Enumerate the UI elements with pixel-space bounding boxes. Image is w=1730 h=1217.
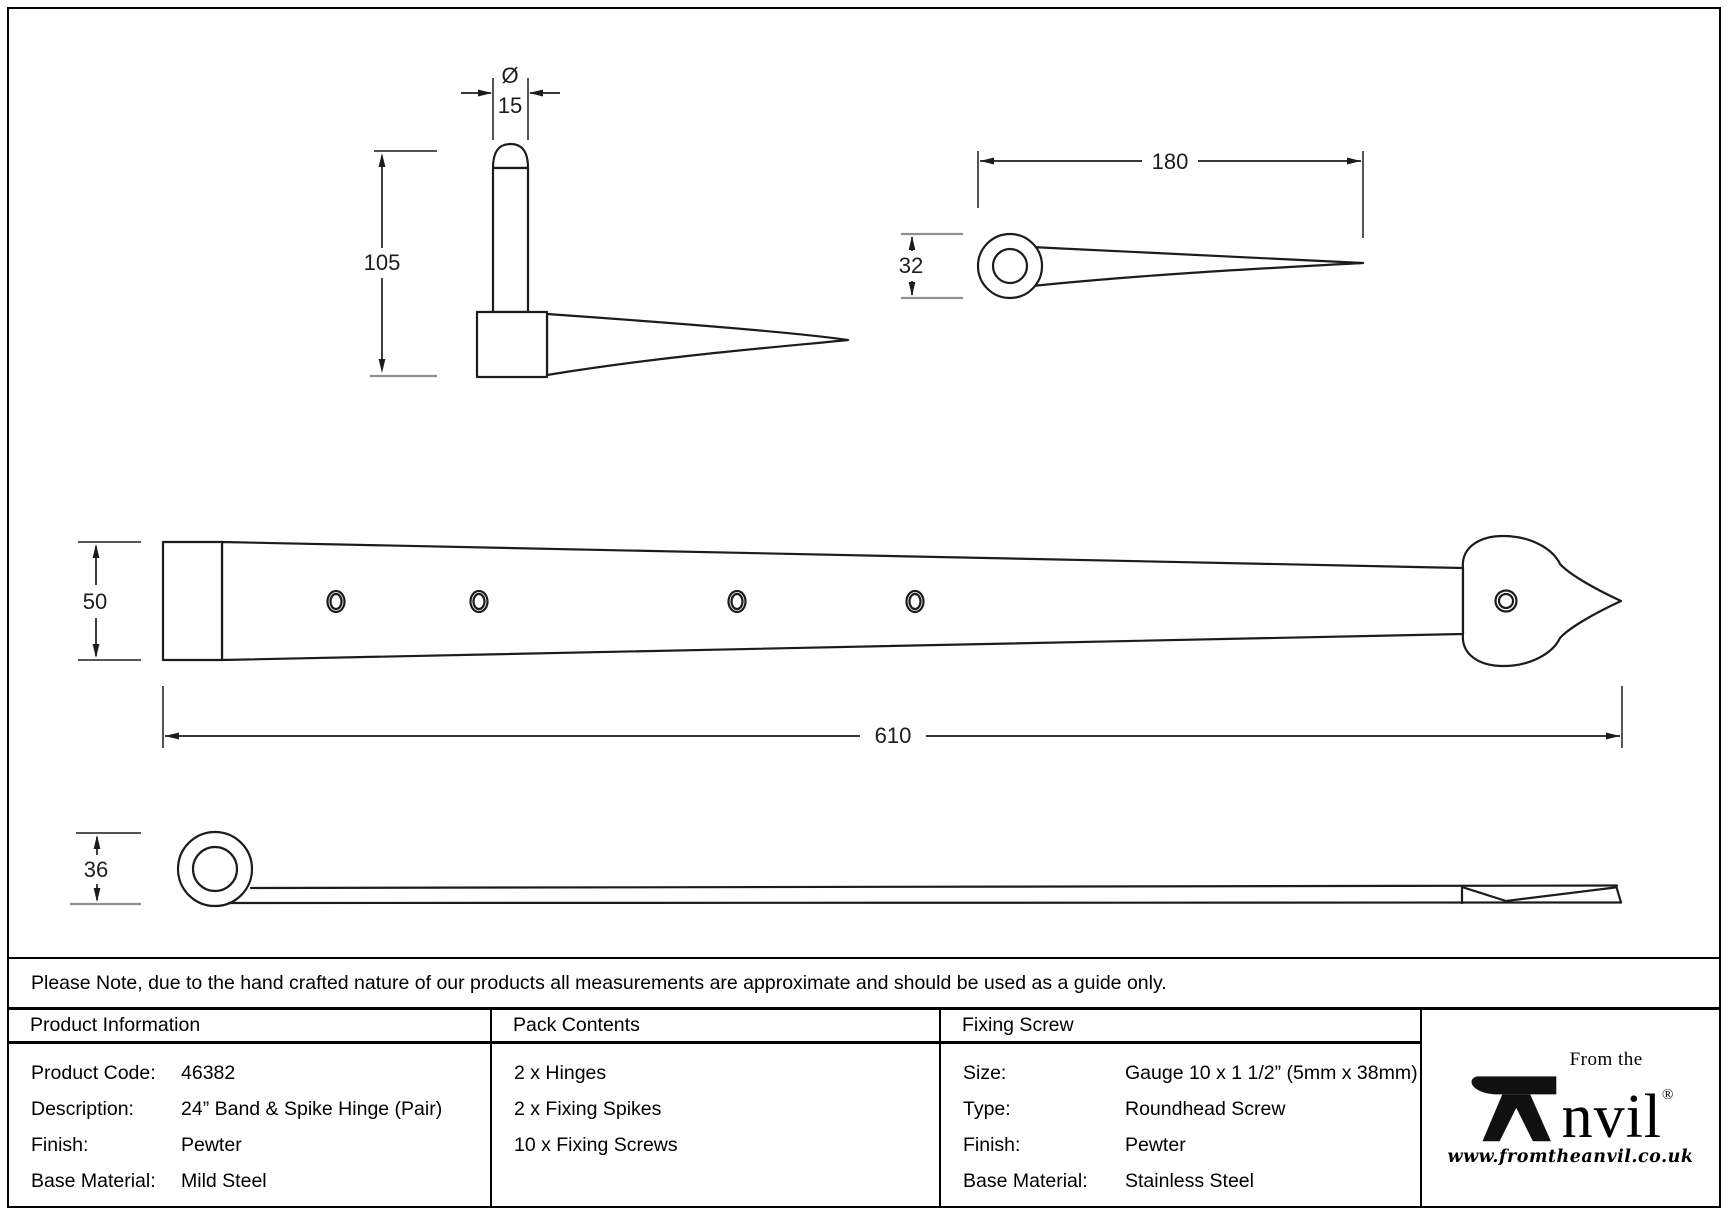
row-label: Finish: bbox=[31, 1134, 89, 1156]
row-value: Gauge 10 x 1 1/2” (5mm x 38mm) bbox=[1125, 1062, 1418, 1084]
row-value: Pewter bbox=[1125, 1134, 1186, 1156]
row-value: 46382 bbox=[181, 1062, 236, 1084]
table-row: Base Material: Stainless Steel bbox=[963, 1163, 1420, 1199]
table-row: Description: 24” Band & Spike Hinge (Pai… bbox=[31, 1091, 490, 1127]
technical-drawing: Ø 15 105 180 bbox=[70, 63, 1623, 908]
dim-knuckle-height: 36 bbox=[70, 832, 141, 906]
list-item: 10 x Fixing Screws bbox=[514, 1134, 678, 1156]
logo-anvil-wordmark: nvil® bbox=[1561, 1082, 1674, 1151]
product-information-header: Product Information bbox=[9, 1010, 490, 1044]
from-the-anvil-logo: From the nvil® www.fromtheanvil.co.uk bbox=[1448, 1050, 1694, 1167]
row-label: Description: bbox=[31, 1098, 134, 1120]
table-row: Finish: Pewter bbox=[963, 1127, 1420, 1163]
dim-band-length: 610 bbox=[162, 686, 1623, 748]
row-label: Size: bbox=[963, 1062, 1007, 1084]
spike-front-view bbox=[475, 142, 850, 379]
dim-text-diameter-symbol: Ø bbox=[501, 63, 518, 88]
pack-contents-column: Pack Contents 2 x Hinges 2 x Fixing Spik… bbox=[492, 1010, 941, 1206]
dim-text-spike-height: 105 bbox=[364, 250, 401, 275]
band-front-view bbox=[161, 534, 1623, 668]
row-value: 24” Band & Spike Hinge (Pair) bbox=[181, 1098, 443, 1120]
dim-spike-head: 32 bbox=[899, 232, 963, 300]
note-row: Please Note, due to the hand crafted nat… bbox=[9, 957, 1719, 1007]
row-value: Mild Steel bbox=[181, 1170, 267, 1192]
dim-band-width: 50 bbox=[78, 541, 141, 661]
row-value: Pewter bbox=[181, 1134, 242, 1156]
fixing-screw-column: Fixing Screw Size: Gauge 10 x 1 1/2” (5m… bbox=[941, 1010, 1422, 1206]
list-item: 2 x Hinges bbox=[514, 1062, 607, 1084]
pack-contents-header: Pack Contents bbox=[492, 1010, 939, 1044]
dim-pin-diameter: Ø 15 bbox=[461, 63, 560, 140]
row-label: Base Material: bbox=[963, 1170, 1088, 1192]
registered-mark: ® bbox=[1662, 1086, 1674, 1103]
table-row: Size: Gauge 10 x 1 1/2” (5mm x 38mm) bbox=[963, 1055, 1420, 1091]
spec-table: Product Information Product Code: 46382 … bbox=[9, 1007, 1719, 1206]
logo-from-the: From the bbox=[1569, 1048, 1643, 1070]
dim-text-band-width: 50 bbox=[83, 589, 107, 614]
fixing-screw-header: Fixing Screw bbox=[941, 1010, 1420, 1044]
row-label: Base Material: bbox=[31, 1170, 156, 1192]
list-item: 2 x Fixing Spikes bbox=[514, 1098, 662, 1120]
page-border-frame: Ø 15 105 180 bbox=[7, 7, 1721, 1208]
row-value: Roundhead Screw bbox=[1125, 1098, 1286, 1120]
table-row: Base Material: Mild Steel bbox=[31, 1163, 490, 1199]
dim-spike-length: 180 bbox=[977, 149, 1364, 238]
product-information-column: Product Information Product Code: 46382 … bbox=[9, 1010, 492, 1206]
row-value: Stainless Steel bbox=[1125, 1170, 1254, 1192]
dim-text-spike-length: 180 bbox=[1152, 149, 1189, 174]
spike-plan-view bbox=[976, 232, 1365, 300]
table-row: Product Code: 46382 bbox=[31, 1055, 490, 1091]
brand-logo-cell: From the nvil® www.fromtheanvil.co.uk bbox=[1422, 1010, 1719, 1206]
table-row: Finish: Pewter bbox=[31, 1127, 490, 1163]
table-row: Type: Roundhead Screw bbox=[963, 1091, 1420, 1127]
row-label: Product Code: bbox=[31, 1062, 156, 1084]
anvil-icon bbox=[1471, 1075, 1556, 1141]
dim-text-spike-head: 32 bbox=[899, 253, 923, 278]
note-text: Please Note, due to the hand crafted nat… bbox=[31, 971, 1167, 994]
dim-text-pin-diameter: 15 bbox=[498, 93, 522, 118]
dim-text-knuckle-height: 36 bbox=[84, 857, 108, 882]
row-label: Finish: bbox=[963, 1134, 1021, 1156]
row-label: Type: bbox=[963, 1098, 1011, 1120]
dim-spike-height: 105 bbox=[364, 150, 437, 378]
band-side-view bbox=[176, 830, 1623, 908]
dim-text-band-length: 610 bbox=[875, 723, 912, 748]
logo-website-url: www.fromtheanvil.co.uk bbox=[1447, 1146, 1694, 1167]
screw-holes bbox=[326, 589, 925, 614]
